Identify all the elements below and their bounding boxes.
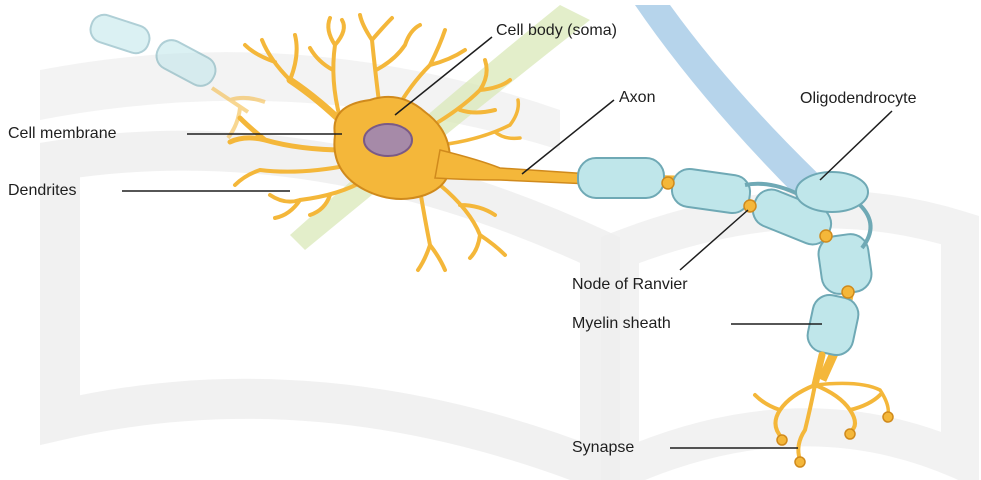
nucleus [364,124,412,156]
leader-oligodendrocyte [820,111,892,180]
label-cell-membrane: Cell membrane [8,125,116,143]
myelin-segment [804,292,861,358]
label-cell-body: Cell body (soma) [496,22,617,40]
node-of-ranvier [662,177,674,189]
faded-myelin-segment [87,11,153,56]
label-dendrites: Dendrites [8,182,76,200]
label-synapse: Synapse [572,439,634,457]
synaptic-knob [883,412,893,422]
synaptic-knob [777,435,787,445]
node-of-ranvier [744,200,756,212]
synaptic-knob [845,429,855,439]
myelin-segment [670,167,753,215]
watermark-gray-book-right [620,209,960,470]
synaptic-knob [795,457,805,467]
oligodendrocyte-body [796,172,868,212]
myelin-segment [578,158,664,198]
label-oligodendrocyte: Oligodendrocyte [800,90,917,108]
node-of-ranvier [820,230,832,242]
axon-hillock [435,150,590,184]
node-of-ranvier [842,286,854,298]
label-node-of-ranvier: Node of Ranvier [572,276,688,294]
label-axon: Axon [619,89,655,107]
label-myelin-sheath: Myelin sheath [572,315,671,333]
